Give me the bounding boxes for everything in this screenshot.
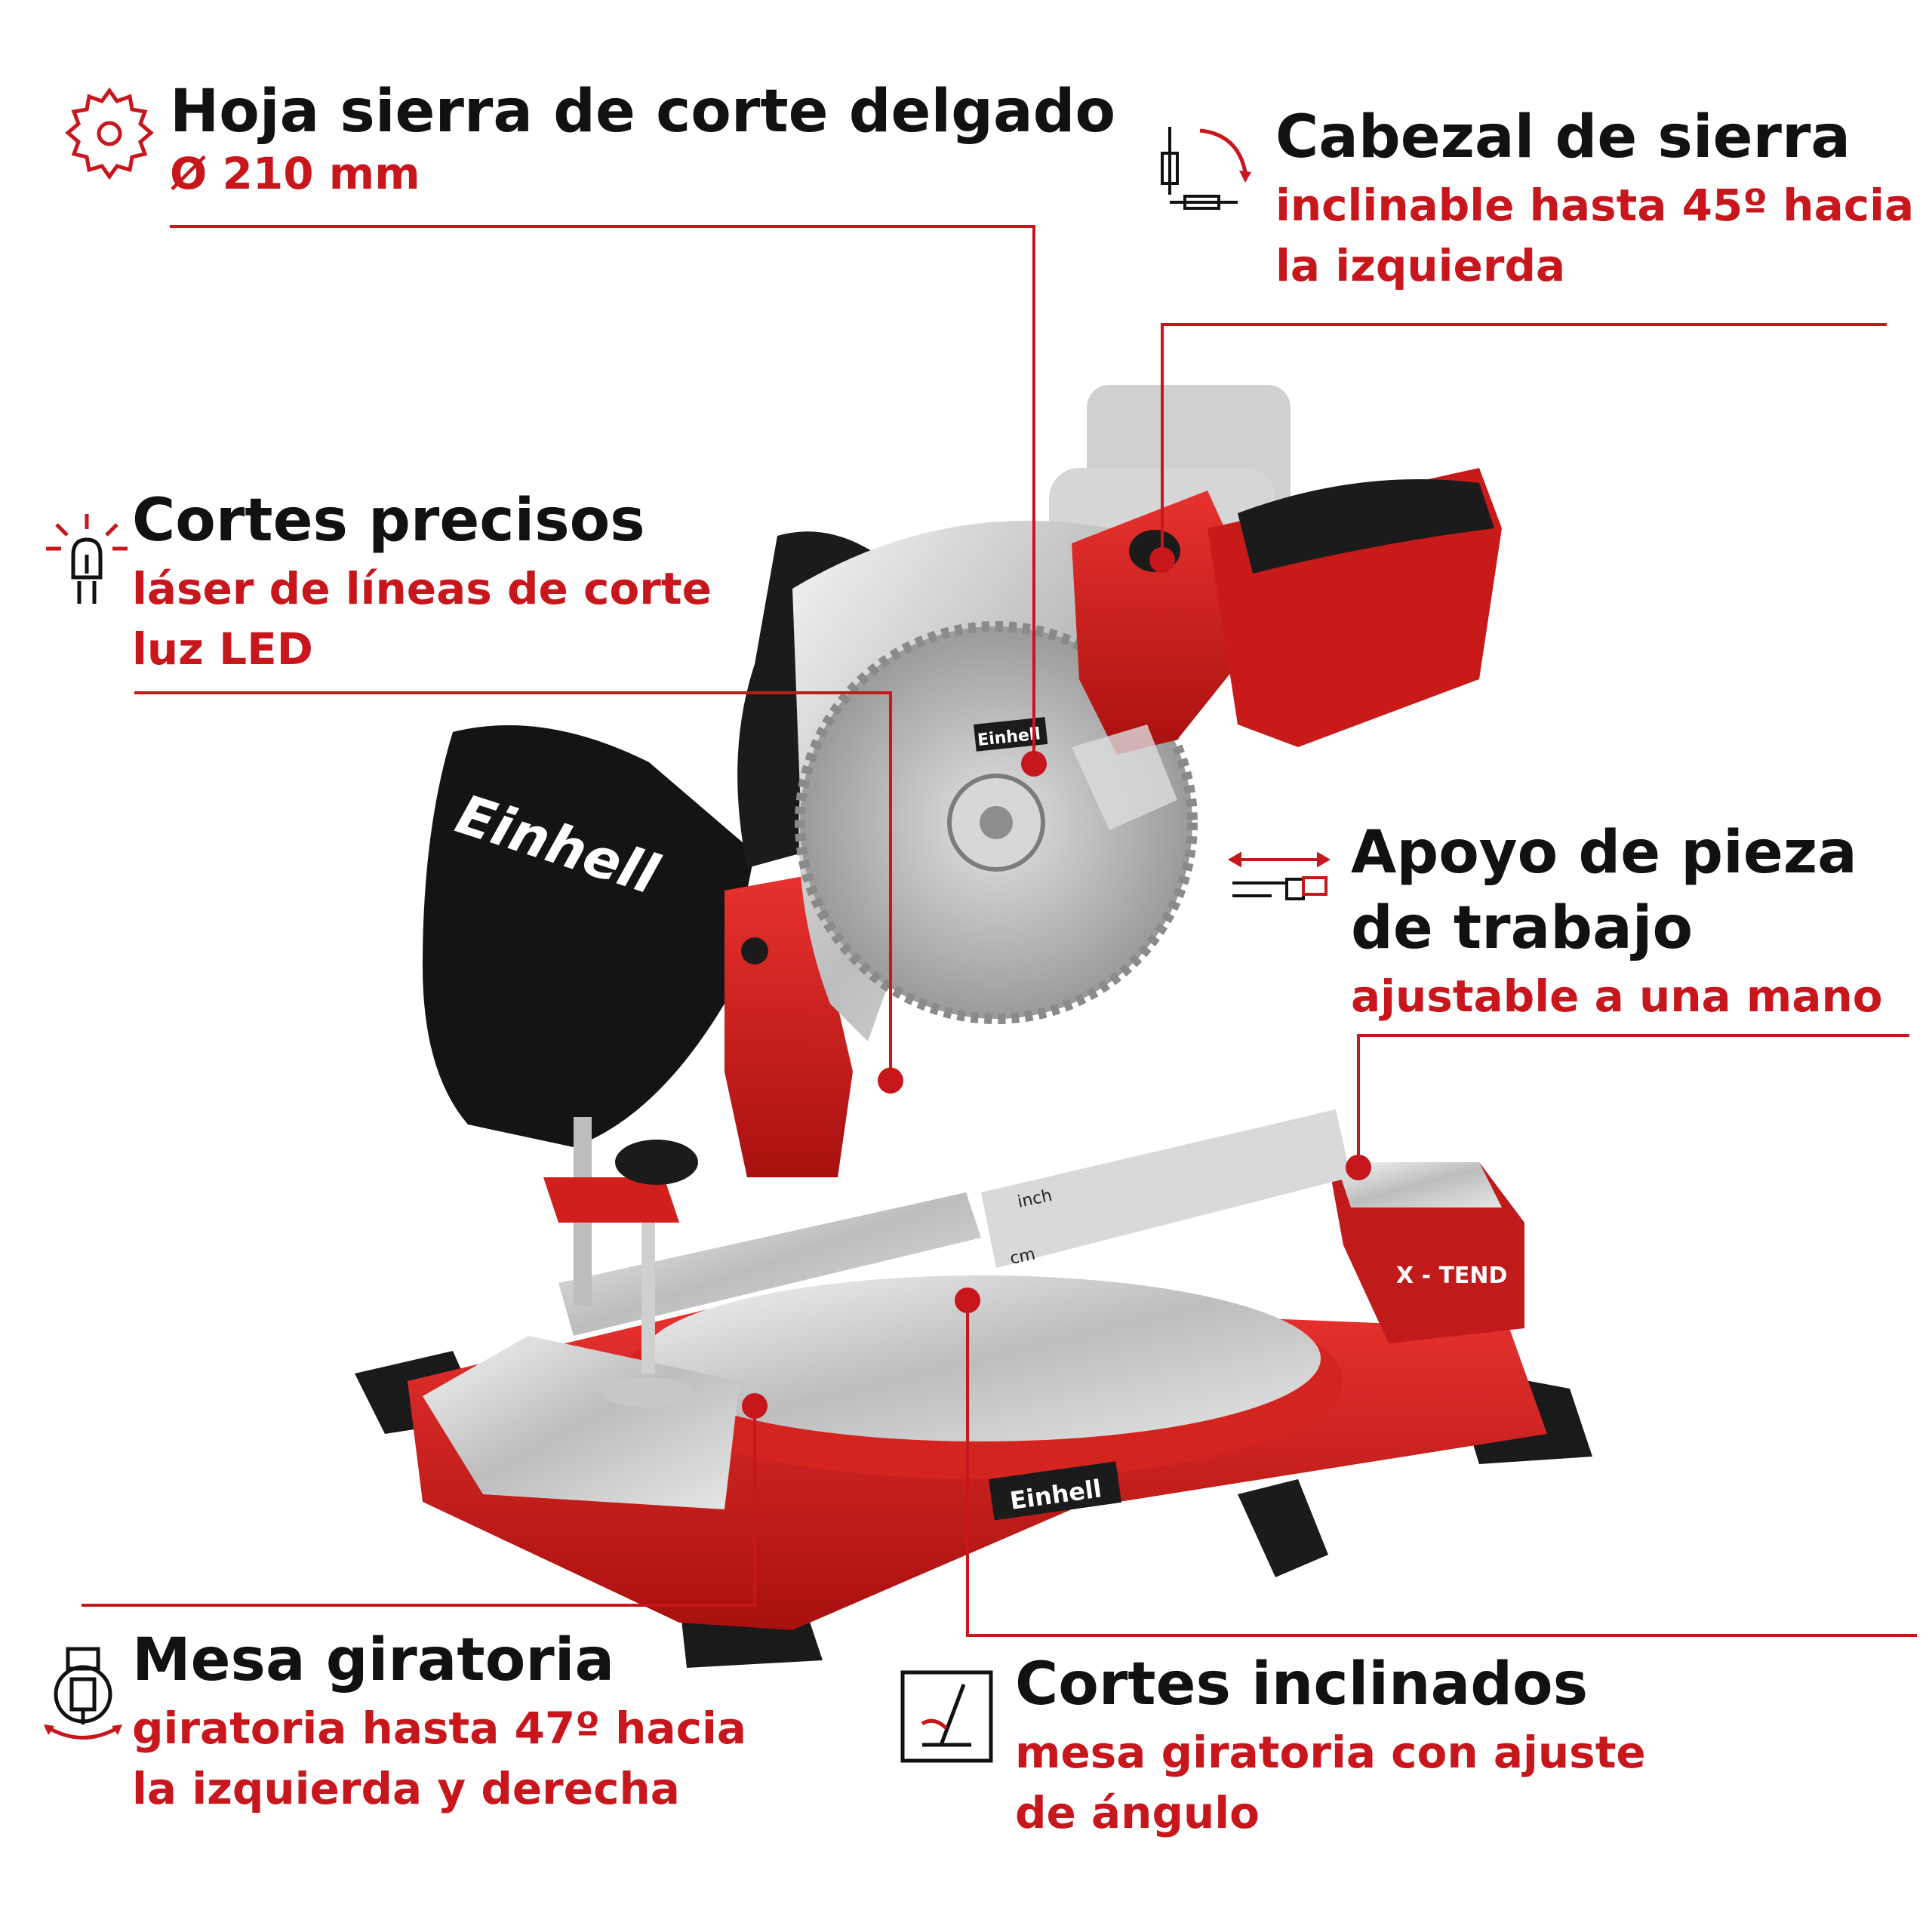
workpiece-clamp xyxy=(543,1117,698,1407)
feature-laser-line-2: luz LED xyxy=(132,623,313,675)
bevel-angle-icon xyxy=(900,1670,993,1763)
saw-blade-icon xyxy=(65,87,154,180)
feature-table-title: Mesa giratoria xyxy=(132,1626,615,1694)
feature-laser: Cortes precisos láser de líneas de corte… xyxy=(132,483,712,679)
leader-dot-bevel xyxy=(955,1287,980,1313)
feature-blade: Hoja sierra de corte delgado Ø 210 mm xyxy=(170,74,1115,204)
feature-support-title-2: de trabajo xyxy=(1351,894,1694,962)
dust-bag: Einhell xyxy=(423,725,755,1147)
leader-dot-blade xyxy=(1021,751,1047,777)
leader-dot-laser xyxy=(878,1068,903,1094)
feature-head-title: Cabezal de sierra xyxy=(1275,103,1851,171)
leader-blade xyxy=(170,225,1035,762)
feature-table-line-1: giratoria hasta 47º hacia xyxy=(132,1703,746,1754)
feature-bevel-title: Cortes inclinados xyxy=(1015,1651,1589,1718)
feature-laser-title: Cortes precisos xyxy=(132,487,645,555)
rotary-table-icon xyxy=(44,1647,122,1740)
feature-blade-title: Hoja sierra de corte delgado xyxy=(170,78,1116,146)
feature-head-line-2: la izquierda xyxy=(1275,240,1566,291)
saw-blade: Einhell xyxy=(795,621,1198,1024)
leader-dot-support xyxy=(1346,1155,1371,1180)
fence: inch cm xyxy=(558,1109,1351,1336)
feature-bevel-line-2: de ángulo xyxy=(1015,1787,1260,1838)
leader-table xyxy=(82,1407,756,1607)
feature-table-line-2: la izquierda y derecha xyxy=(132,1763,680,1814)
feature-bevel-line-1: mesa giratoria con ajuste xyxy=(1015,1727,1646,1778)
leader-bevel xyxy=(966,1302,1917,1637)
feature-laser-line-1: láser de líneas de corte xyxy=(132,563,712,614)
leader-head xyxy=(1161,323,1887,558)
leader-dot-head xyxy=(1149,547,1175,573)
feature-support: Apoyo de pieza de trabajo ajustable a un… xyxy=(1351,815,1883,1026)
leader-support xyxy=(1357,1034,1909,1166)
leader-dot-table xyxy=(742,1393,768,1419)
leader-dots xyxy=(742,547,1371,1419)
tilt-head-icon xyxy=(1161,127,1251,210)
xtend-label: X - TEND xyxy=(1396,1263,1507,1289)
feature-bevel: Cortes inclinados mesa giratoria con aju… xyxy=(1015,1647,1646,1843)
feature-head: Cabezal de sierra inclinable hasta 45º h… xyxy=(1275,100,1914,296)
feature-support-title-1: Apoyo de pieza xyxy=(1351,819,1857,887)
workpiece-support-icon xyxy=(1228,851,1331,900)
motor-head xyxy=(1072,468,1502,830)
feature-support-line-1: ajustable a una mano xyxy=(1351,971,1883,1022)
base: X - TEND Einhell POWER X CHANGE xyxy=(355,1162,1592,1668)
laser-light-icon xyxy=(46,514,128,604)
feature-head-line-1: inclinable hasta 45º hacia xyxy=(1275,180,1915,231)
leader-laser xyxy=(134,691,892,1072)
feature-blade-line-1: Ø 210 mm xyxy=(170,148,420,199)
leader-lines xyxy=(82,225,1917,1637)
feature-table: Mesa giratoria giratoria hasta 47º hacia… xyxy=(132,1623,746,1819)
